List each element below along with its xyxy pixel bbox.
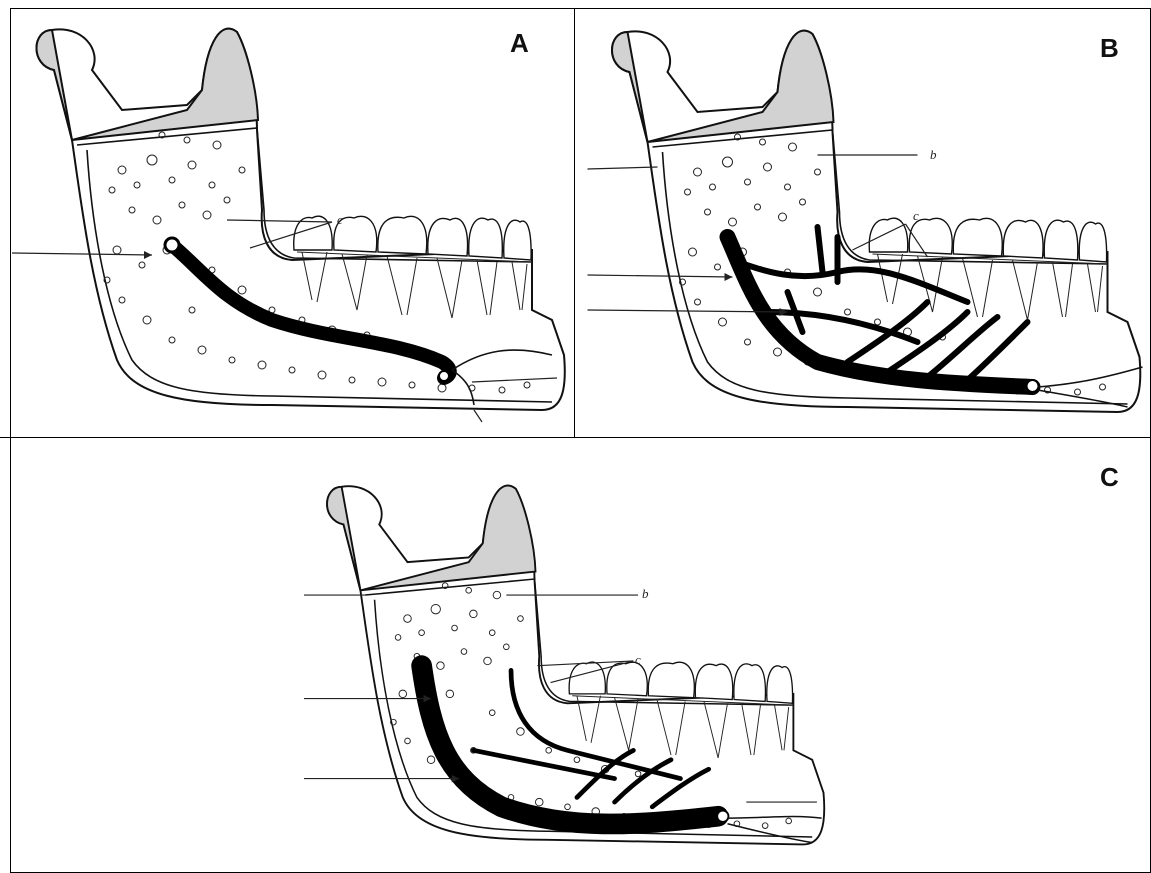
label-c: c: [337, 212, 343, 227]
label-c: c: [913, 208, 919, 223]
panel-b: b c: [585, 12, 1150, 437]
panel-a: c: [12, 10, 572, 435]
panel-label-c: C: [1100, 462, 1119, 493]
horizontal-divider: [0, 437, 1151, 438]
panel-c: b c: [300, 468, 835, 868]
label-b: b: [642, 586, 649, 601]
vertical-divider: [574, 8, 575, 438]
label-c: c: [635, 652, 641, 667]
label-b: b: [930, 147, 937, 162]
